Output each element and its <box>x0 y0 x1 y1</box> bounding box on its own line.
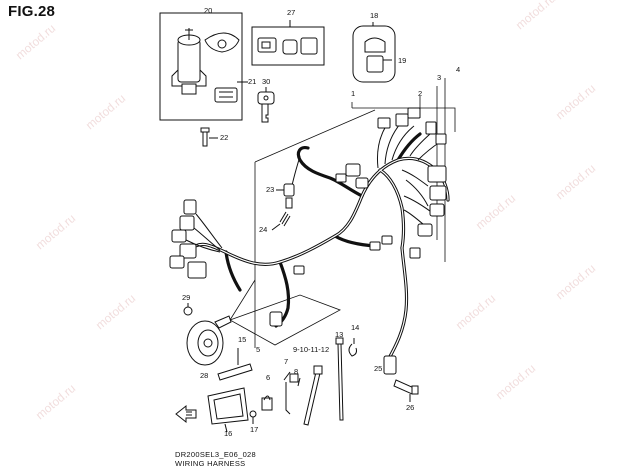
watermark-text: motod.ru <box>33 381 78 422</box>
watermark-text: motod.ru <box>553 161 598 202</box>
switch-cap-part <box>204 32 240 53</box>
callout-14: 14 <box>351 323 359 332</box>
mount-bracket-part <box>207 387 249 433</box>
callout-7: 7 <box>284 357 288 366</box>
callout-27: 27 <box>287 8 295 17</box>
sensor-bracket <box>383 355 397 375</box>
callout-25: 25 <box>374 364 382 373</box>
callout-6: 6 <box>266 373 270 382</box>
harness-trunk <box>188 132 450 362</box>
watermark-text: motod.ru <box>83 91 128 132</box>
watermark-text: motod.ru <box>553 261 598 302</box>
callout-26: 26 <box>406 403 414 412</box>
watermark-text: motod.ru <box>553 81 598 122</box>
relay-frame <box>352 25 396 83</box>
callout-18: 18 <box>370 11 378 20</box>
figure-title: FIG.28 <box>8 3 56 20</box>
callout-4: 4 <box>456 65 460 74</box>
callout-15: 15 <box>238 335 246 344</box>
connector-kit-frame <box>251 26 325 66</box>
callout-20: 20 <box>204 6 212 15</box>
clamp-band-part <box>271 211 291 231</box>
watermark-text: motod.ru <box>13 21 58 62</box>
callout-2: 2 <box>418 89 422 98</box>
ignition-switch-body <box>177 39 201 83</box>
harness-connectors <box>269 107 447 375</box>
ignition-switch-frame <box>159 12 243 121</box>
switch-connector-part <box>214 87 238 103</box>
cable-tie-set-part <box>303 365 323 426</box>
callout-3: 3 <box>437 73 441 82</box>
connector-kit-group <box>251 20 325 66</box>
bracket-bolt-part <box>393 379 419 402</box>
cable-clip-parts <box>261 373 299 415</box>
ignition-switch-group <box>159 12 248 147</box>
watermark-text: motod.ru <box>453 291 498 332</box>
callout-17: 17 <box>250 425 258 434</box>
callout-22: 22 <box>220 133 228 142</box>
front-arrow-icon <box>175 404 197 424</box>
callout-16: 16 <box>224 429 232 438</box>
callout-1: 1 <box>351 89 355 98</box>
watermark-text: motod.ru <box>33 211 78 252</box>
callout-29: 29 <box>182 293 190 302</box>
callout-13: 13 <box>335 330 343 339</box>
callout-9-10-11-12: 9-10-11-12 <box>293 345 329 354</box>
watermark-layer: motod.ru motod.ru motod.ru motod.ru motod.ru… <box>13 0 598 422</box>
watermark-text: motod.ru <box>513 0 558 32</box>
callout-30: 30 <box>262 77 270 86</box>
harness-base-outline <box>229 78 456 348</box>
watermark-text: motod.ru <box>93 291 138 332</box>
horn-part <box>186 315 232 366</box>
watermark-text: motod.ru <box>493 361 538 402</box>
cable-tie-part <box>283 371 301 387</box>
left-connector-cluster <box>169 199 223 279</box>
bracket-strap-part <box>217 348 253 381</box>
watermark-text: motod.ru <box>473 191 518 232</box>
callout-19: 19 <box>398 56 406 65</box>
diagram-name-caption: WIRING HARNESS <box>175 459 246 468</box>
key-part <box>257 87 275 123</box>
harness-mat <box>229 294 341 346</box>
callout-28: 28 <box>200 371 208 380</box>
callout-23: 23 <box>266 185 274 194</box>
callout-24: 24 <box>259 225 267 234</box>
sensor-switch-part <box>276 155 301 209</box>
screw-part <box>249 410 257 424</box>
bolt-part <box>200 127 210 147</box>
callout-21: 21 <box>248 77 256 86</box>
long-tie-part <box>335 337 344 421</box>
diagram-code-caption: DR200SEL3_E06_028 <box>175 450 256 459</box>
hose-clamp-part <box>348 338 357 357</box>
relay-group <box>352 22 396 83</box>
callout-5: 5 <box>256 345 260 354</box>
callout-8: 8 <box>294 367 298 376</box>
small-bolt-part <box>183 303 193 316</box>
